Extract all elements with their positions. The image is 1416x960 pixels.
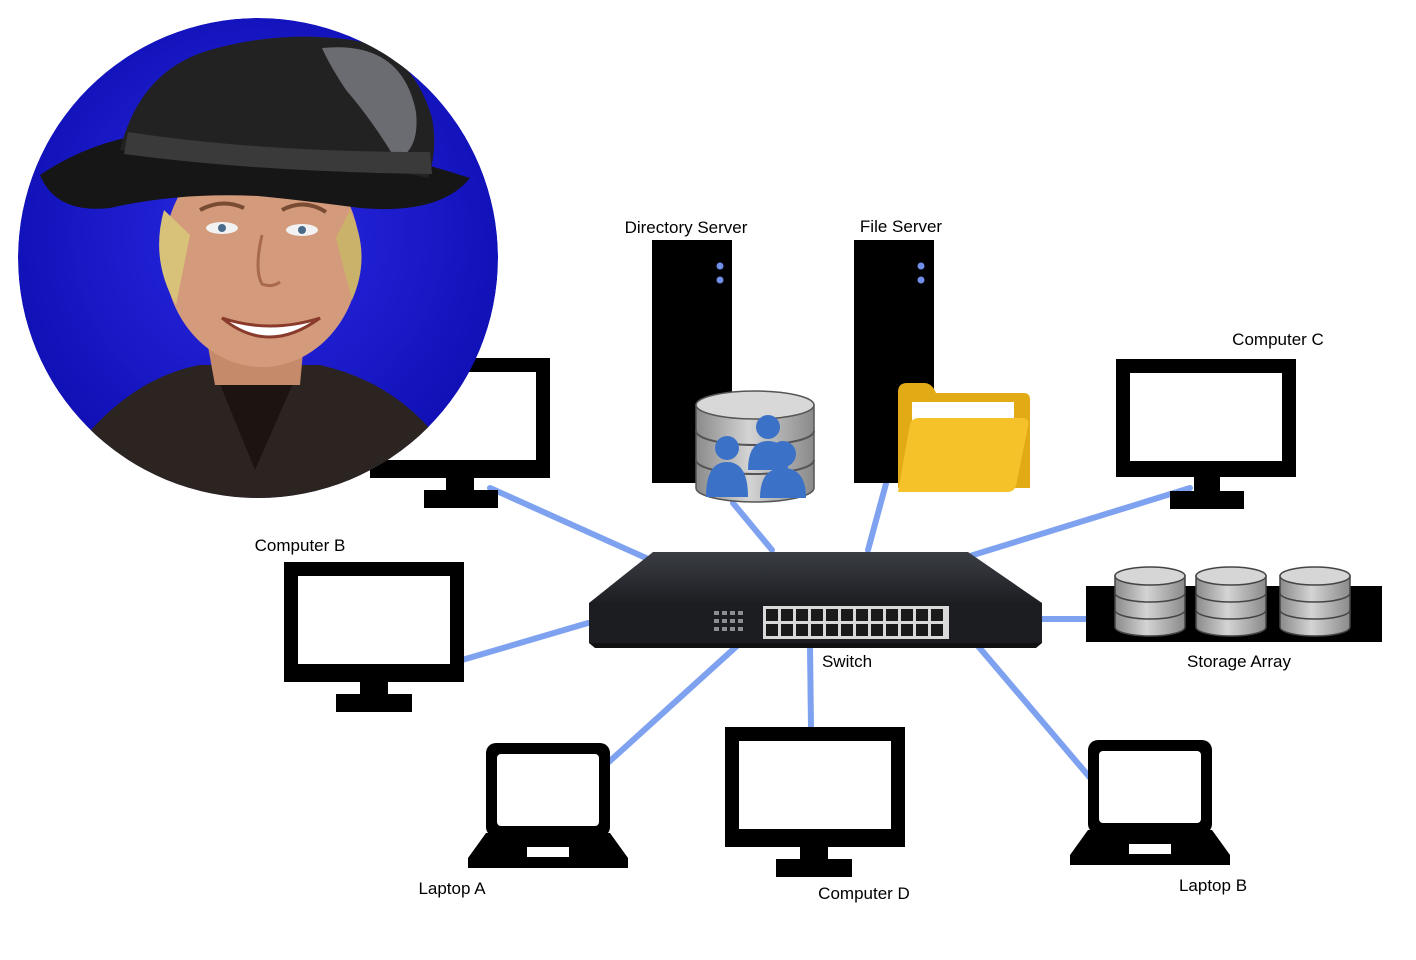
storage-array-label: Storage Array <box>1187 652 1291 671</box>
disk-stack-icon <box>1279 566 1351 637</box>
directory-server[interactable]: Directory Server <box>625 218 815 503</box>
link-laptop-b <box>975 643 1095 783</box>
database-users-icon <box>695 390 815 503</box>
link-computer-d <box>807 643 814 731</box>
switch-port <box>886 609 898 621</box>
laptop-b[interactable]: Laptop B <box>1070 740 1247 895</box>
switch-status-leds <box>714 611 743 631</box>
link-computer-b <box>459 620 591 663</box>
switch-port <box>811 624 823 636</box>
monitor-icon <box>1116 359 1296 509</box>
laptop-icon <box>1070 740 1230 865</box>
link-directory-server <box>730 500 775 553</box>
switch-port <box>796 609 808 621</box>
switch-port <box>841 624 853 636</box>
switch-port <box>766 609 778 621</box>
switch-port <box>916 609 928 621</box>
laptop-b-label: Laptop B <box>1179 876 1247 895</box>
computer-d-label: Computer D <box>818 884 910 903</box>
link-laptop-a <box>597 642 741 773</box>
switch-port <box>931 609 943 621</box>
disk-stacks <box>1114 566 1351 637</box>
laptop-a-label: Laptop A <box>418 879 486 898</box>
computer-c[interactable]: Computer C <box>1116 330 1324 509</box>
network-switch-icon <box>589 552 1042 648</box>
storage-array[interactable]: Storage Array <box>1086 566 1382 671</box>
switch-port <box>871 609 883 621</box>
disk-stack-icon <box>1114 566 1186 637</box>
file-server-label: File Server <box>860 217 943 236</box>
network-switch[interactable]: Switch <box>589 552 1042 671</box>
switch-label: Switch <box>822 652 872 671</box>
network-links <box>459 477 1193 783</box>
switch-port <box>781 624 793 636</box>
switch-port <box>826 609 838 621</box>
laptop-a[interactable]: Laptop A <box>418 743 628 898</box>
monitor-icon <box>284 562 464 712</box>
switch-port <box>856 609 868 621</box>
switch-port <box>766 624 778 636</box>
computer-c-label: Computer C <box>1232 330 1324 349</box>
switch-port <box>916 624 928 636</box>
switch-port <box>871 624 883 636</box>
switch-port <box>811 609 823 621</box>
computer-d[interactable]: Computer D <box>725 727 910 903</box>
switch-ports <box>763 606 949 639</box>
switch-port <box>901 609 913 621</box>
switch-port <box>841 609 853 621</box>
switch-port <box>796 624 808 636</box>
switch-port <box>826 624 838 636</box>
file-server[interactable]: File Server <box>854 217 1030 492</box>
folder-icon <box>898 383 1030 492</box>
switch-port <box>886 624 898 636</box>
switch-port <box>781 609 793 621</box>
switch-port <box>901 624 913 636</box>
link-file-server <box>865 477 890 553</box>
laptop-icon <box>468 743 628 868</box>
computer-b[interactable]: Computer B <box>255 536 464 712</box>
computer-b-label: Computer B <box>255 536 346 555</box>
directory-server-label: Directory Server <box>625 218 748 237</box>
link-computer-top-left <box>487 485 658 565</box>
disk-stack-icon <box>1195 566 1267 637</box>
monitor-icon <box>725 727 905 877</box>
switch-port <box>856 624 868 636</box>
link-computer-c <box>967 485 1193 559</box>
switch-port <box>931 624 943 636</box>
